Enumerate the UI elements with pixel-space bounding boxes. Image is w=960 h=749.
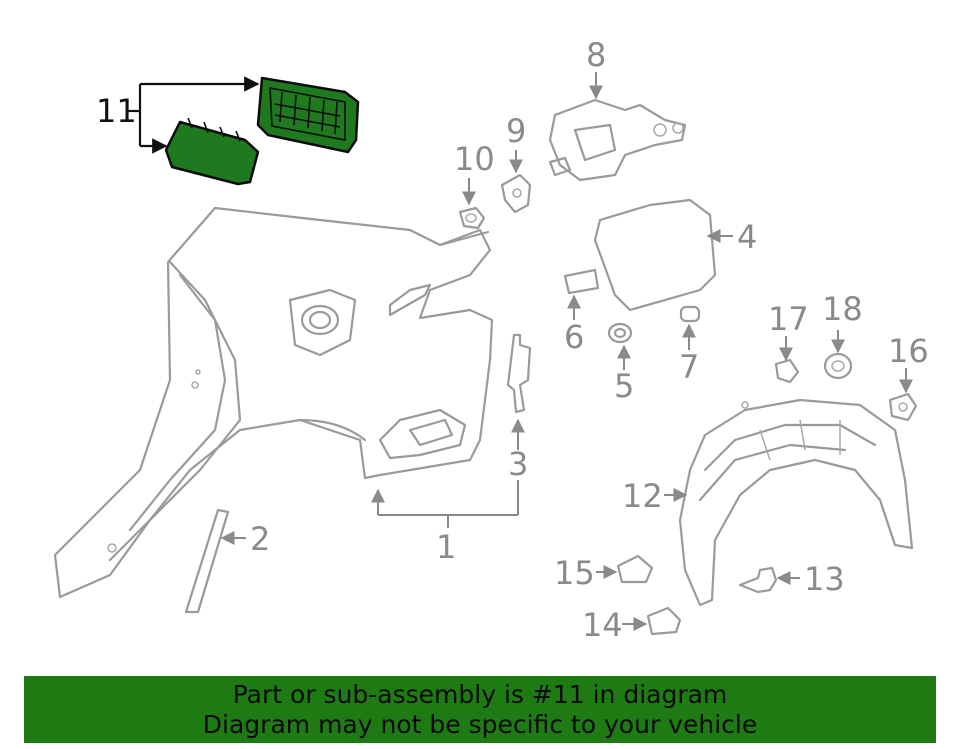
callout-1[interactable]: 1	[436, 528, 456, 566]
banner-line-1: Part or sub-assembly is #11 in diagram	[232, 679, 728, 709]
callout-15[interactable]: 15	[554, 554, 595, 592]
callout-17[interactable]: 17	[768, 300, 809, 338]
nut-clip-part[interactable]	[888, 392, 918, 422]
screw-part[interactable]	[738, 566, 778, 594]
callout-3[interactable]: 3	[508, 445, 528, 483]
callout-7[interactable]: 7	[679, 348, 699, 386]
callout-18[interactable]: 18	[822, 290, 863, 328]
callout-5[interactable]: 5	[614, 367, 634, 405]
clip-part-9[interactable]	[500, 173, 532, 214]
bumper-stop-part[interactable]	[679, 305, 701, 323]
highlight-banner: Part or sub-assembly is #11 in diagram D…	[24, 676, 936, 743]
callout-11[interactable]: 11	[96, 92, 137, 130]
clip-part-15[interactable]	[616, 554, 654, 584]
callout-13[interactable]: 13	[804, 560, 845, 598]
callout-4[interactable]: 4	[737, 218, 757, 256]
molding-strip-part[interactable]	[184, 508, 230, 614]
fender-liner-part[interactable]	[678, 398, 914, 607]
clip-part-14[interactable]	[646, 606, 682, 636]
callout-16[interactable]: 16	[888, 332, 929, 370]
actuator-part[interactable]	[548, 98, 687, 182]
callout-8[interactable]: 8	[586, 36, 606, 74]
callout-2[interactable]: 2	[250, 520, 270, 558]
callout-12[interactable]: 12	[622, 477, 663, 515]
clip-part-17[interactable]	[774, 358, 800, 384]
bushing-part[interactable]	[607, 322, 633, 344]
bracket-part[interactable]	[506, 333, 532, 414]
banner-line-2: Diagram may not be specific to your vehi…	[202, 709, 758, 739]
label-plate-part[interactable]	[563, 268, 600, 295]
nut-part[interactable]	[823, 352, 853, 380]
callout-6[interactable]: 6	[564, 318, 584, 356]
quarter-panel-part[interactable]	[53, 206, 494, 599]
callout-14[interactable]: 14	[582, 606, 623, 644]
grommet-part[interactable]	[458, 206, 486, 230]
callout-9[interactable]: 9	[506, 112, 526, 150]
callout-10[interactable]: 10	[454, 140, 495, 178]
vent-assembly-highlighted[interactable]	[164, 76, 360, 186]
fuel-door-part[interactable]	[593, 198, 717, 312]
